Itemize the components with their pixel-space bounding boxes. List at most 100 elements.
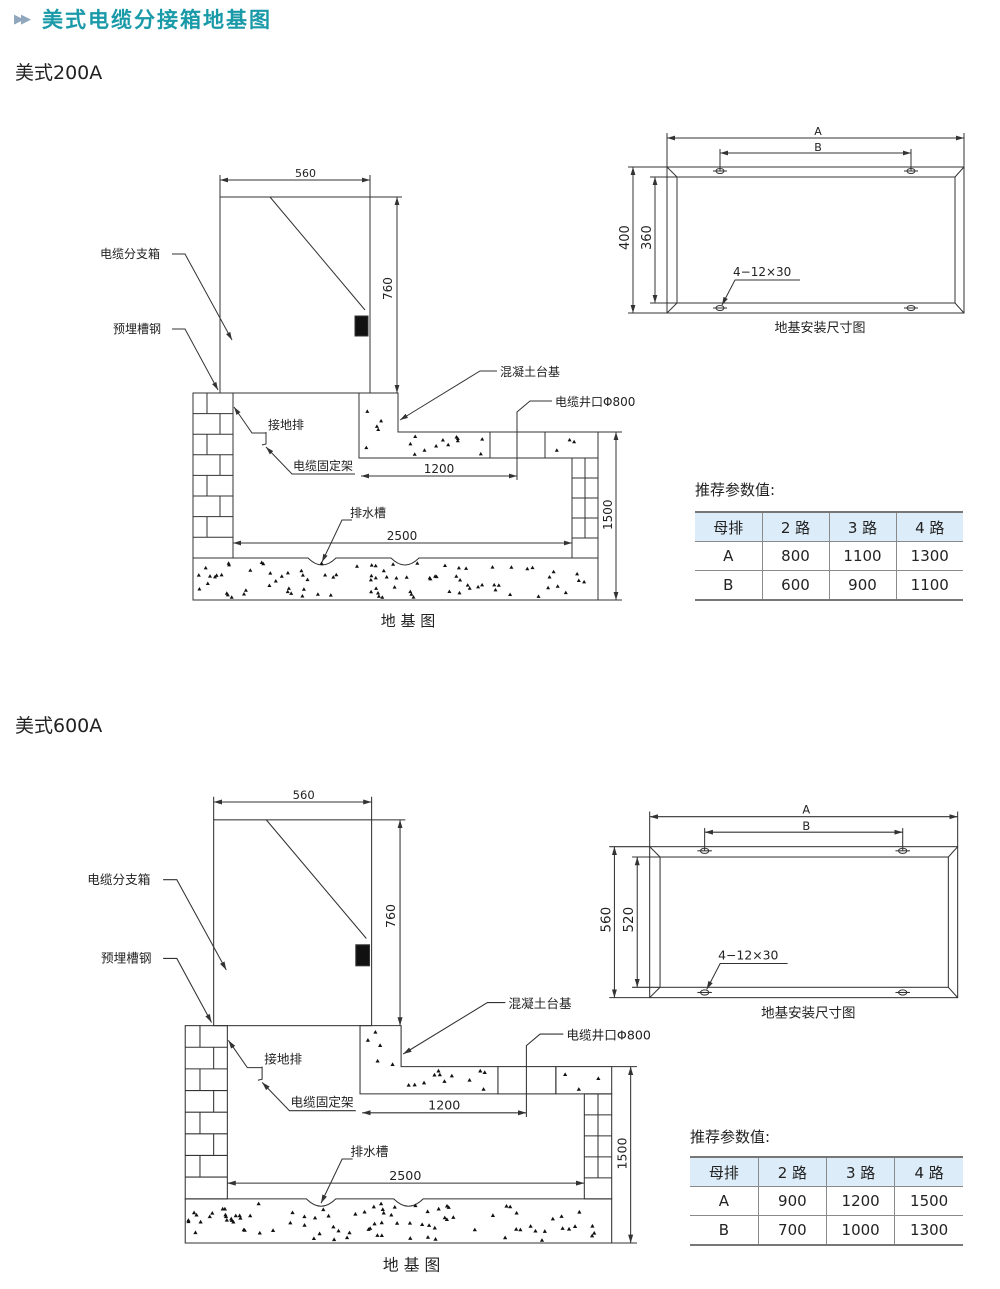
label-drain: 排水槽	[351, 1144, 389, 1159]
aggregate-dot	[374, 424, 379, 428]
aggregate-dot	[433, 574, 438, 578]
dim-inner-label: 520	[622, 907, 637, 933]
dim-1500-label: 1500	[614, 1137, 629, 1169]
table-cell: 1500	[894, 1186, 963, 1216]
aggregate-dot	[572, 1224, 578, 1228]
label-cable-well: 电缆井口Φ800	[566, 1027, 651, 1042]
table-header-cell: 2 路	[761, 512, 829, 542]
aggregate-dot	[482, 1070, 487, 1074]
aggregate-dot	[446, 442, 451, 447]
aggregate-dot	[321, 1207, 326, 1212]
dim-2500-label: 2500	[389, 1168, 421, 1183]
dim-2500-label: 2500	[387, 529, 418, 543]
aggregate-dot	[193, 1230, 198, 1235]
label-concrete-base: 混凝土台基	[500, 364, 560, 379]
mounting-hole	[713, 305, 727, 311]
table-header-cell: 母排	[690, 1157, 759, 1187]
page-header: ▶▶ 美式电缆分接箱地基图	[14, 4, 272, 34]
aggregate-dot	[323, 573, 328, 577]
foundation-drawing: 560760120025001500电缆分支箱预埋槽钢混凝土台基电缆井口Φ800…	[87, 788, 651, 1274]
ground-slab	[192, 557, 599, 601]
table-cell: A	[695, 541, 762, 571]
aggregate-dot	[415, 561, 420, 565]
aggregate-dot	[302, 1223, 307, 1227]
aggregate-dot	[444, 1203, 450, 1208]
aggregate-dot	[547, 575, 552, 579]
aggregate-dot	[375, 1233, 380, 1237]
aggregate-dot	[525, 566, 530, 571]
aggregate-dot	[374, 586, 379, 590]
aggregate-dot	[467, 1077, 472, 1082]
aggregate-dot	[413, 434, 418, 438]
aggregate-dot	[428, 576, 433, 581]
mounting-hole	[697, 847, 712, 854]
aggregate-dot	[210, 1210, 215, 1215]
table-cell: 1000	[825, 1215, 895, 1245]
table-header-cell: 2 路	[757, 1157, 827, 1187]
concrete-block	[544, 431, 599, 459]
aggregate-dot	[533, 1228, 538, 1233]
aggregate-dot	[436, 1206, 441, 1211]
aggregate-dot	[530, 565, 535, 570]
aggregate-dot	[592, 1230, 597, 1235]
dim-height-label: 760	[383, 904, 398, 928]
aggregate-dot	[331, 1224, 336, 1229]
aggregate-dot	[373, 575, 378, 580]
aggregate-dot	[214, 573, 219, 577]
aggregate-dot	[426, 1223, 432, 1227]
aggregate-dot	[480, 582, 485, 587]
aggregate-dot	[305, 577, 310, 582]
section-subtitle: 美式600A	[15, 715, 103, 737]
label-cable-box: 电缆分支箱	[87, 872, 150, 887]
aggregate-dot	[331, 575, 336, 579]
aggregate-dot	[198, 1219, 203, 1224]
aggregate-dot	[492, 582, 497, 587]
aggregate-dot	[420, 1222, 425, 1226]
aggregate-dot	[376, 427, 381, 431]
aggregate-dot	[447, 589, 452, 593]
mounting-hole	[713, 168, 727, 174]
label-cable-box: 电缆分支箱	[100, 246, 160, 261]
aggregate-dot	[224, 1218, 229, 1222]
aggregate-dot	[536, 594, 541, 598]
aggregate-dot	[300, 573, 305, 577]
hole-spec-label: 4−12×30	[733, 265, 791, 279]
aggregate-dot	[443, 563, 447, 567]
aggregate-dot	[373, 563, 378, 568]
aggregate-dot	[572, 439, 577, 444]
mounting-hole	[895, 989, 910, 996]
dim-a-label: A	[802, 803, 810, 817]
label-cable-bracket: 电缆固定架	[291, 1095, 355, 1110]
table-header-cell: 4 路	[894, 1157, 963, 1187]
aggregate-dot	[311, 1236, 317, 1241]
aggregate-dot	[334, 572, 339, 577]
table-title: 推荐参数值:	[690, 1128, 771, 1146]
mounting-hole	[895, 847, 910, 854]
aggregate-dot	[590, 1233, 595, 1238]
aggregate-dot	[518, 1227, 523, 1232]
aggregate-dot	[381, 1210, 386, 1215]
aggregate-dot	[407, 1220, 413, 1225]
table-header-cell: 3 路	[828, 512, 896, 542]
aggregate-dot	[508, 592, 513, 596]
aggregate-dot	[493, 587, 498, 592]
aggregate-dot	[205, 581, 210, 585]
aggregate-dot	[380, 1207, 385, 1211]
foundation-drawing: 560760120025001500电缆分支箱预埋槽钢混凝土台基电缆井口Φ800…	[100, 167, 635, 630]
aggregate-dot	[422, 448, 427, 452]
aggregate-dot	[496, 583, 501, 587]
aggregate-dot	[421, 1080, 427, 1085]
dim-1200-label: 1200	[428, 1098, 460, 1113]
foundation-caption: 地 基 图	[381, 612, 436, 630]
aggregate-dot	[412, 452, 417, 456]
aggregate-dot	[229, 1218, 234, 1222]
table-cell: B	[695, 570, 762, 600]
aggregate-dot	[458, 578, 463, 582]
aggregate-dot	[301, 587, 306, 591]
aggregate-dot	[413, 1203, 418, 1208]
aggregate-dot	[369, 563, 374, 567]
